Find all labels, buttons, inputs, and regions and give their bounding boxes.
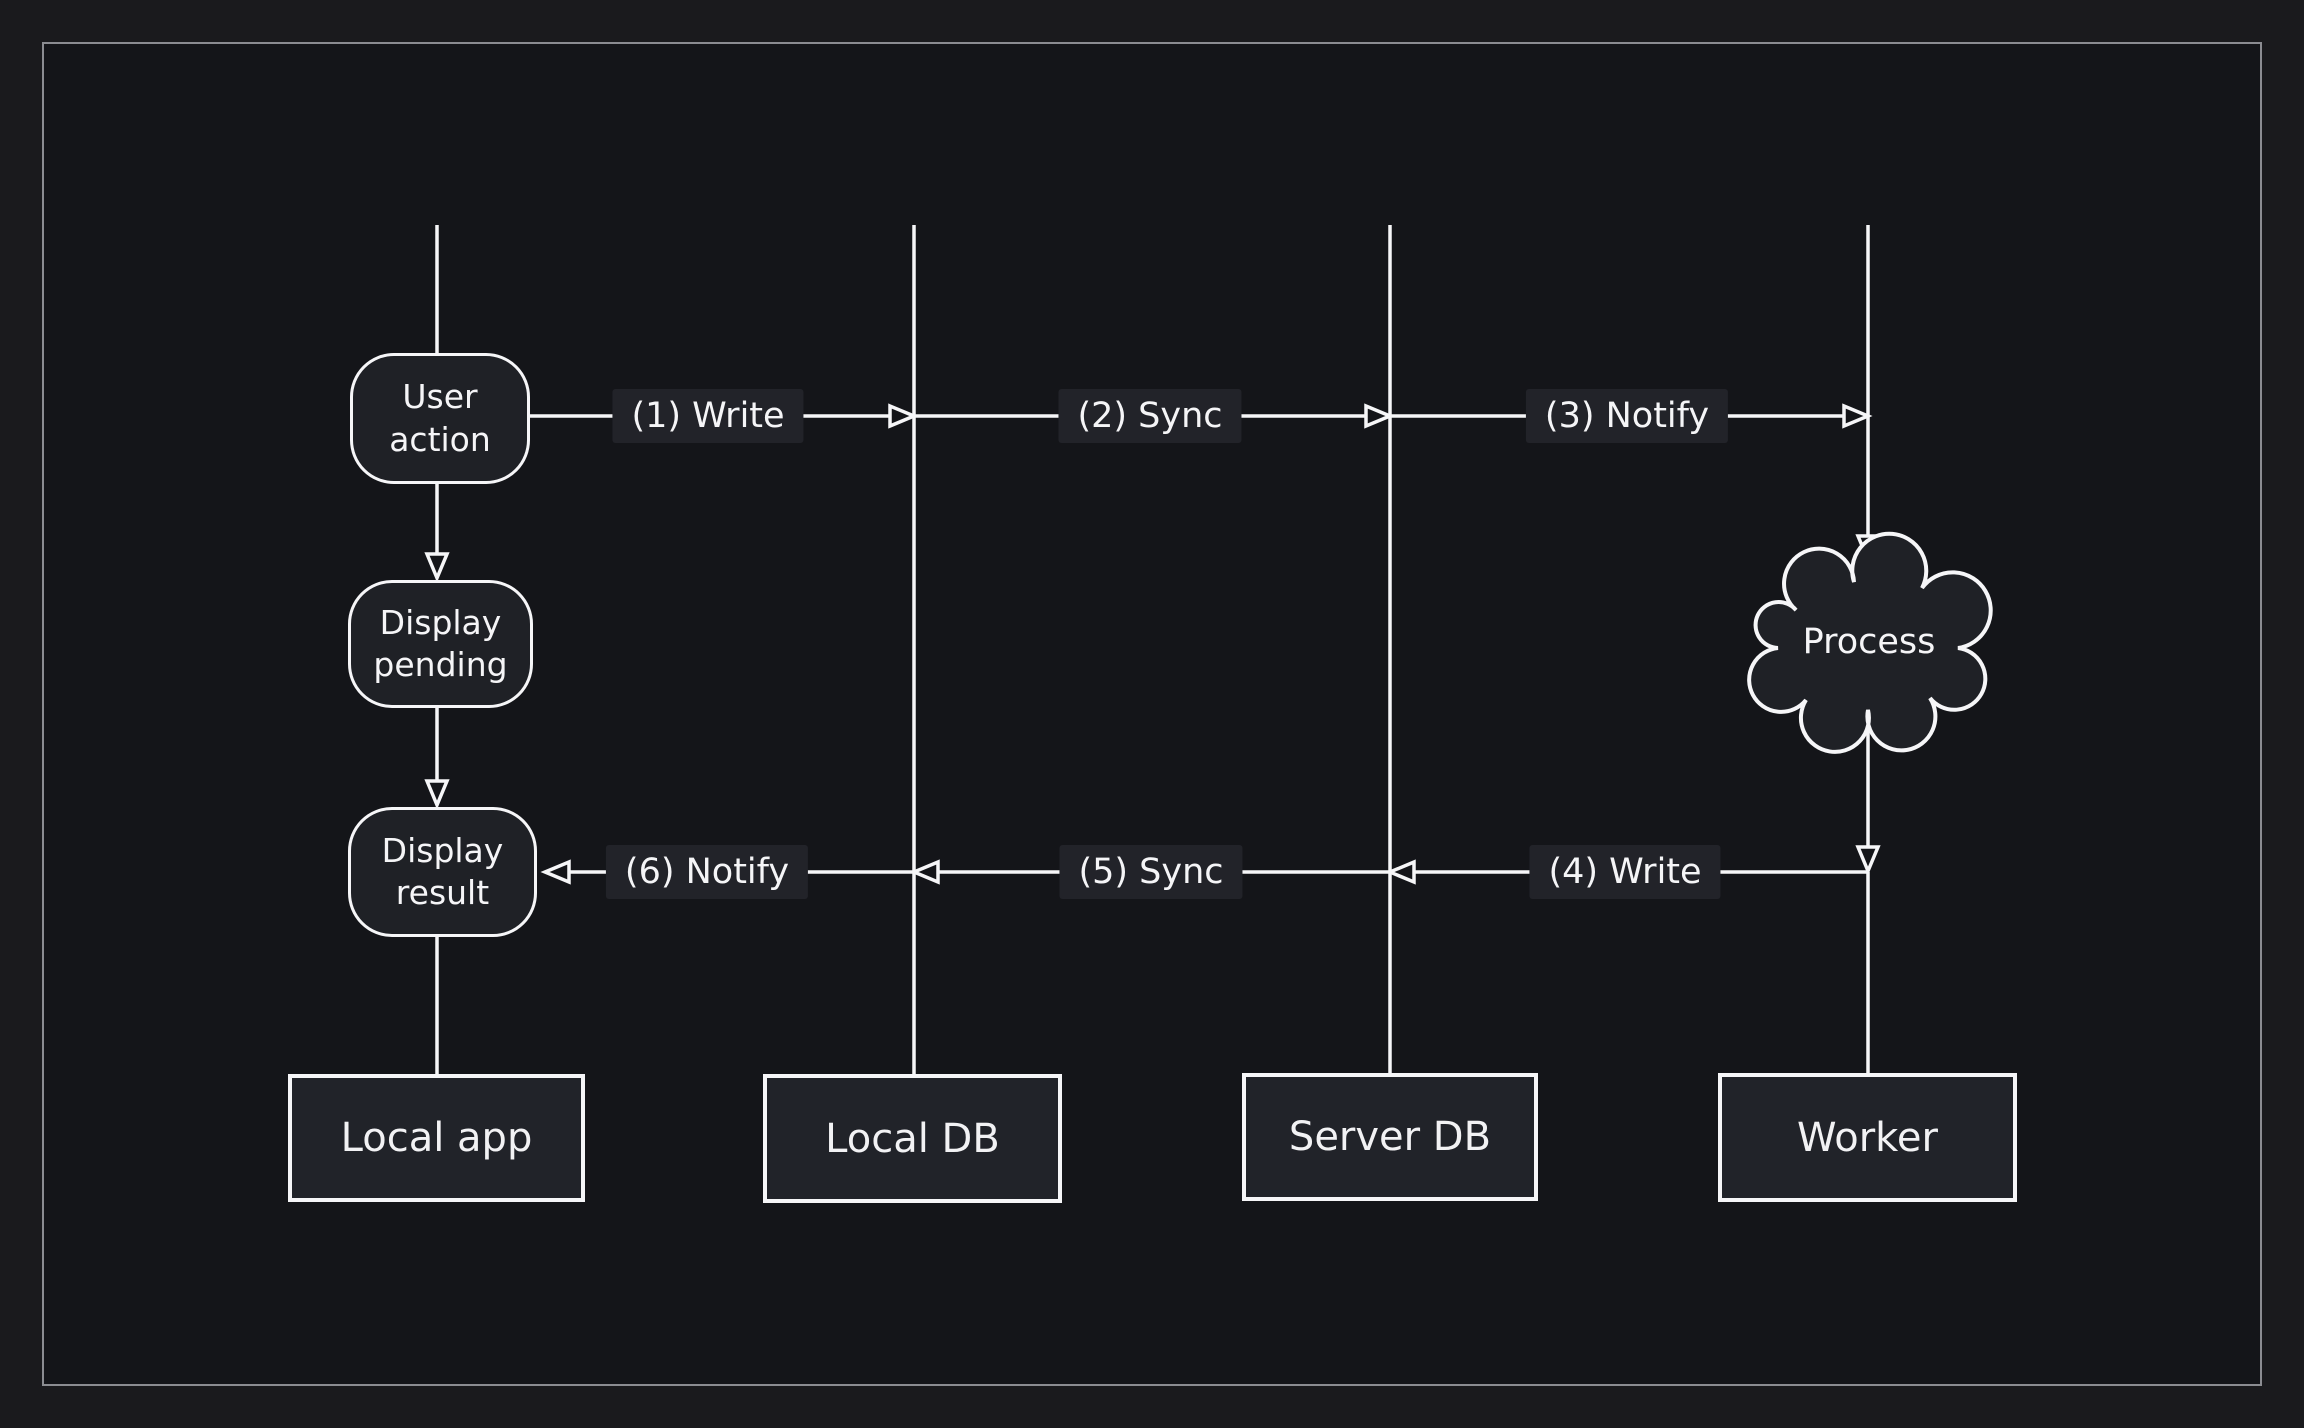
edge-label-1-write: (1) Write (612, 389, 804, 443)
actor-worker: Worker (1718, 1073, 2017, 1202)
actor-local-app: Local app (288, 1074, 585, 1202)
arrowhead-edge-3 (1842, 403, 1873, 429)
edge-label-6-notify: (6) Notify (605, 845, 809, 899)
edge-label-4-write: (4) Write (1529, 845, 1721, 899)
arrowhead-pending-to-result (424, 779, 450, 810)
process-cloud (1747, 531, 1993, 754)
node-process-label: Process (1802, 622, 1936, 662)
arrowhead-user-to-pending (424, 552, 450, 583)
arrowhead-edge-4 (1385, 859, 1416, 885)
node-user-action: User action (350, 353, 530, 484)
edge-label-5-sync: (5) Sync (1059, 845, 1243, 899)
node-display-result: Display result (348, 807, 537, 937)
arrowhead-edge-1 (888, 403, 919, 429)
edge-label-2-sync: (2) Sync (1058, 389, 1242, 443)
arrowhead-edge-2 (1364, 403, 1395, 429)
arrowhead-edge-6 (540, 859, 571, 885)
arrowhead-edge-5 (909, 859, 940, 885)
actor-server-db: Server DB (1242, 1073, 1538, 1201)
edge-label-3-notify: (3) Notify (1525, 389, 1729, 443)
actor-local-db: Local DB (763, 1074, 1062, 1203)
cloud-shape (1747, 531, 1993, 754)
arrowhead-cloud-to-write (1855, 845, 1881, 876)
node-display-pending: Display pending (348, 580, 533, 708)
